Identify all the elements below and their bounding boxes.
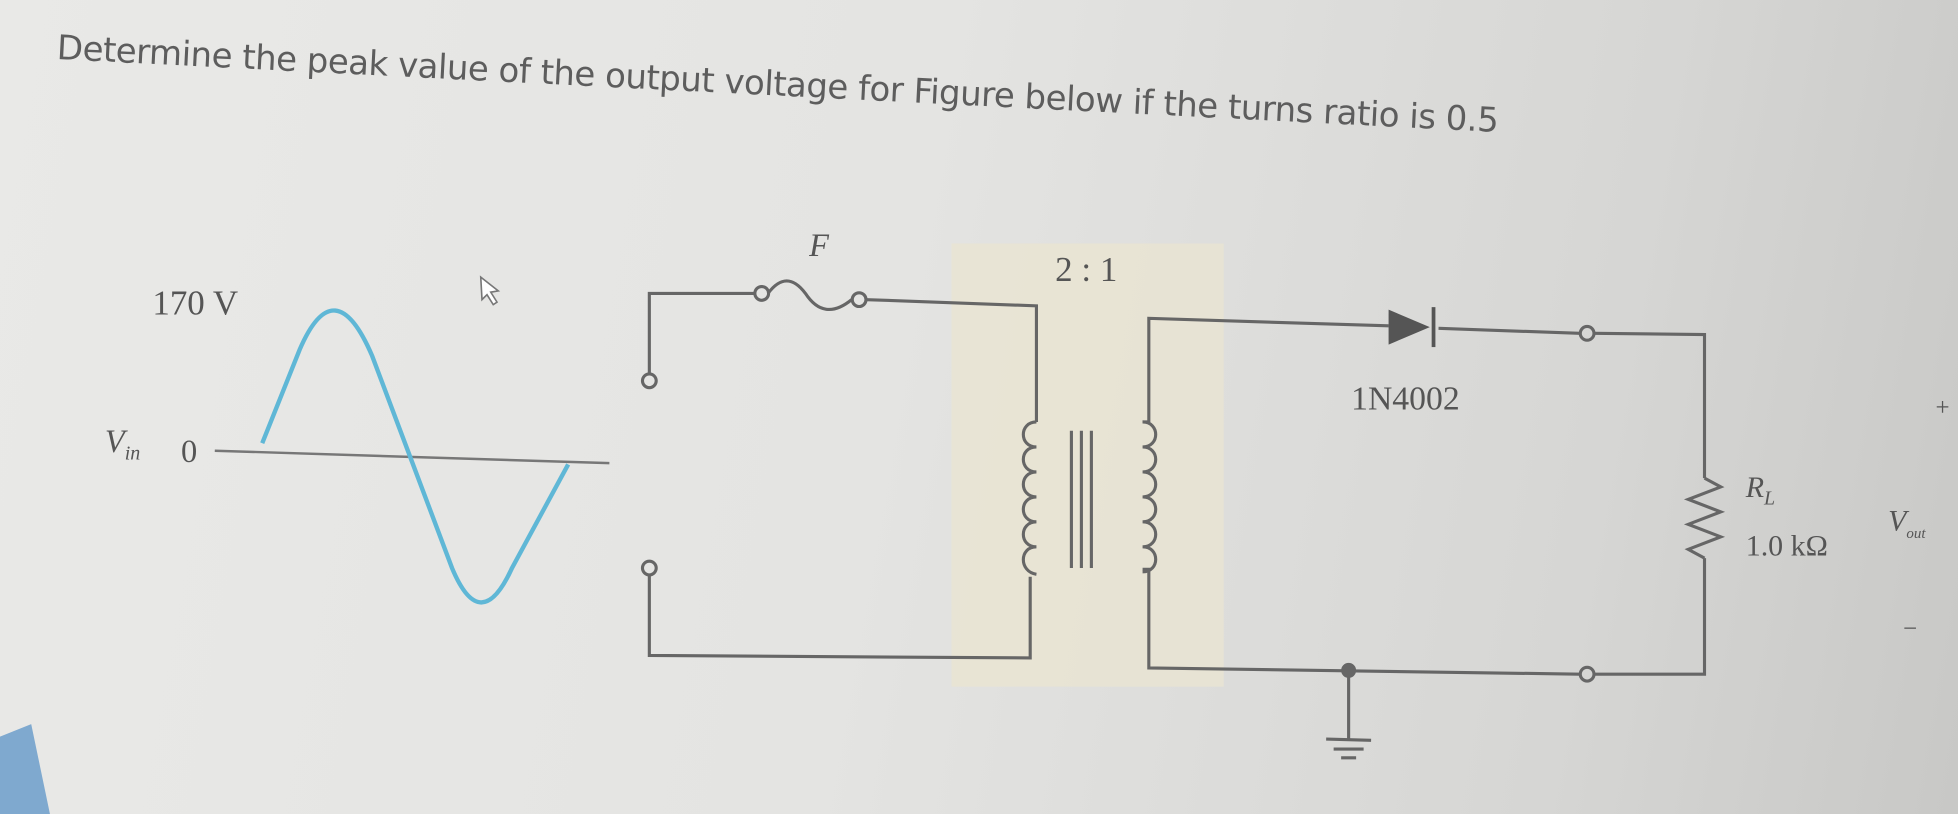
vin-label: Vin [105,424,140,464]
diode-label: 1N4002 [1351,380,1460,417]
transformer-shade [951,243,1224,687]
primary-bottom-wire [647,575,1032,660]
output-terminal-bottom [1578,665,1596,683]
diode-to-output-wire [1438,326,1580,335]
plus-sign: + [1936,395,1950,422]
primary-wire-right [866,298,1039,422]
ground-icon [1326,737,1372,760]
turns-ratio-label: 2 : 1 [1055,250,1117,289]
diode-icon [1388,309,1430,345]
output-bottom-right-wire [1594,558,1707,676]
vout-label: Vout [1888,505,1926,542]
secondary-coil [1142,420,1158,574]
ground-junction-dot [1341,662,1357,678]
input-peak-label: 170 V [152,284,238,323]
primary-top-wire [647,291,756,375]
secondary-bottom-wire [1142,567,1580,676]
fuse-label: F [808,228,830,264]
fuse-terminal-left [753,284,771,302]
resistor-value: 1.0 kΩ [1746,530,1828,563]
input-terminal-top [640,372,658,390]
primary-coil [1021,420,1037,576]
output-terminal-top [1578,324,1596,342]
zero-label: 0 [181,434,197,470]
resistor-label: RL [1745,471,1775,509]
fuse-icon [766,279,853,311]
mouse-cursor-icon [479,275,501,306]
load-resistor [1683,476,1726,560]
fuse-terminal-right [850,291,868,309]
input-sine-wave [260,308,571,605]
blue-corner-decoration [0,724,50,814]
minus-sign: − [1903,616,1917,643]
secondary-top-wire [1142,316,1389,424]
input-terminal-bottom [640,559,658,577]
output-right-wire [1594,331,1707,479]
